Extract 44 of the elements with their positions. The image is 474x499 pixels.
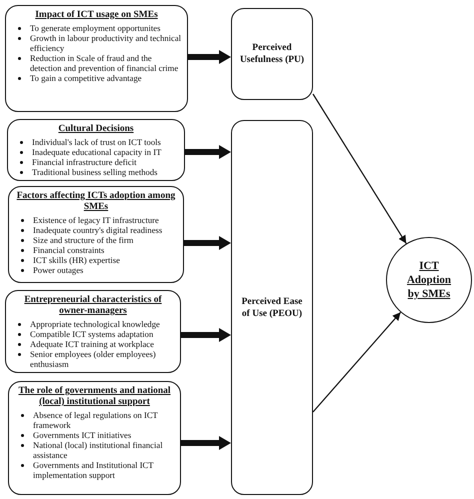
bullet-item: ICT skills (HR) expertise <box>33 255 179 265</box>
bullet-item: Senior employees (older employees) enthusiasm <box>30 349 176 369</box>
factor-box <box>8 186 184 283</box>
factor-box <box>5 290 181 373</box>
bullet-item: Absence of legal regulations on ICT framework <box>33 410 176 430</box>
bullet-item: To generate employment opportunites <box>30 23 183 33</box>
construct-label: Perceived Ease of Use (PEOU) <box>240 296 304 320</box>
bullet-item: Reduction in Scale of fraud and the detection and prevention of financial crime <box>30 53 183 73</box>
arrow <box>312 94 407 244</box>
bullet-item: To gain a competitive advantage <box>30 73 183 83</box>
box-heading: Impact of ICT usage on SMEs <box>34 10 159 21</box>
factor-box <box>7 119 185 181</box>
bullet-item: Adequate ICT training at workplace <box>30 339 176 349</box>
box-heading: Cultural Decisions <box>57 124 135 135</box>
construct-box <box>231 120 313 495</box>
arrow <box>185 145 231 159</box>
outcome-label: ICT Adoption by SMEs <box>406 259 452 301</box>
arrow <box>188 50 231 64</box>
box-heading: Factors affecting ICTs adoption among SMEs <box>16 191 176 213</box>
bullet-item: Existence of legacy IT infrastructure <box>33 215 179 225</box>
bullet-item: Financial constraints <box>33 245 179 255</box>
arrow <box>312 312 402 412</box>
bullet-item: Power outages <box>33 265 179 275</box>
factor-box <box>8 381 181 495</box>
arrow <box>181 328 231 342</box>
bullet-item: Growth in labour productivity and technical efficiency <box>30 33 183 53</box>
bullet-item: Appropriate technological knowledge <box>30 319 176 329</box>
bullet-item: Individual's lack of trust on ICT tools <box>32 137 180 147</box>
box-heading: Entrepreneurial characteristics of owner-managers <box>23 295 163 317</box>
bullet-item: Traditional business selling methods <box>32 167 180 177</box>
bullet-item: Inadequate country's digital readiness <box>33 225 179 235</box>
bullet-item: Inadequate educational capacity in IT <box>32 147 180 157</box>
arrow <box>181 436 231 450</box>
bullet-item: National (local) institutional financial assistance <box>33 440 176 460</box>
bullet-item: Compatible ICT systems adaptation <box>30 329 176 339</box>
bullet-item: Size and structure of the firm <box>33 235 179 245</box>
construct-box <box>231 8 313 100</box>
bullet-item: Governments ICT initiatives <box>33 430 176 440</box>
factor-box <box>5 5 188 112</box>
construct-label: Perceived Usefulness (PU) <box>238 42 306 66</box>
box-heading: The role of governments and national (local) institutional support <box>17 386 172 408</box>
bullet-item: Governments and Institutional ICT implementation support <box>33 460 176 480</box>
bullet-item: Financial infrastructure deficit <box>32 157 180 167</box>
arrow <box>184 236 231 250</box>
